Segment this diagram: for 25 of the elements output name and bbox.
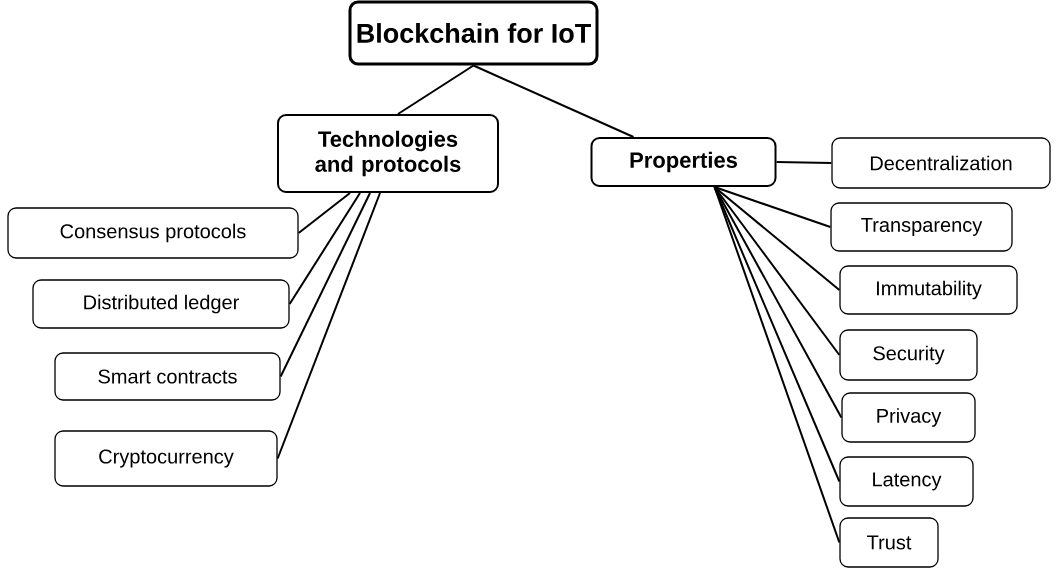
item-box: Immutability: [839, 265, 1018, 315]
connector-line: [472, 64, 635, 138]
subtopic-box: Properties: [590, 137, 777, 187]
connector-line: [276, 192, 381, 460]
connector-line: [397, 64, 475, 115]
connector-line: [297, 192, 351, 234]
connector-line: [288, 192, 361, 305]
connector-line: [775, 161, 833, 164]
item-box: Cryptocurrency: [54, 430, 278, 487]
item-box: Latency: [839, 456, 974, 507]
topic-box: Blockchain for IoT: [348, 0, 599, 66]
connector-line: [713, 186, 841, 483]
item-box: Security: [839, 329, 978, 381]
connector-line: [713, 186, 841, 356]
item-box: Smart contracts: [54, 352, 281, 401]
item-box: Transparency: [830, 202, 1013, 252]
item-box: Decentralization: [831, 137, 1051, 189]
item-box: Privacy: [841, 392, 976, 443]
item-box: Consensus protocols: [7, 207, 299, 259]
connector-line: [713, 186, 841, 544]
item-box: Trust: [839, 517, 939, 568]
connector-line: [713, 186, 832, 228]
item-box: Distributed ledger: [32, 279, 290, 329]
connector-line: [279, 192, 371, 378]
subtopic-box: Technologies and protocols: [277, 114, 499, 193]
